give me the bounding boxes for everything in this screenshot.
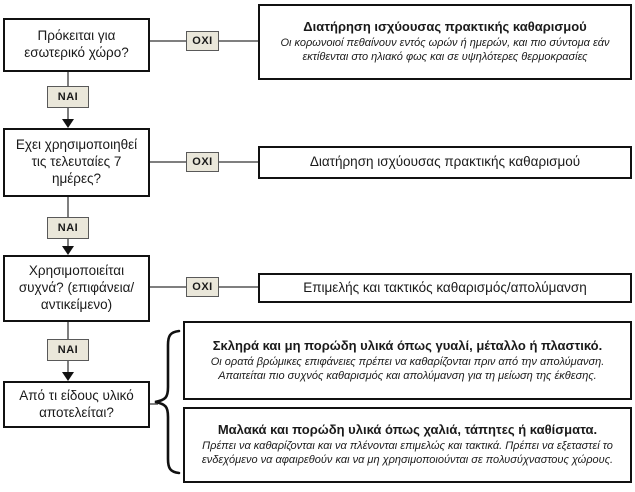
outcome-soft-porous: Μαλακά και πορώδη υλικά όπως χαλιά, τάπη… [183, 407, 632, 483]
yes-badge-3: ΝΑΙ [47, 339, 89, 361]
outcome-routine-cleaning-title: Επιμελής και τακτικός καθαρισμός/απολύμα… [303, 279, 587, 295]
brace-icon [154, 329, 181, 475]
arrowhead-down-1-icon [62, 119, 74, 128]
decision-indoor-space-label: Πρόκειται για εσωτερικό χώρο? [24, 28, 129, 60]
outcome-maintain-practice-outdoor-title: Διατήρηση ισχύουσας πρακτικής καθαρισμού [303, 19, 587, 35]
no-badge-1: ΟΧΙ [186, 31, 219, 51]
yes-badge-1: ΝΑΙ [47, 86, 89, 108]
outcome-maintain-practice-outdoor-detail: Οι κορωνοιοί πεθαίνουν εντός ωρών ή ημερ… [280, 37, 610, 64]
outcome-hard-nonporous-detail: Οι ορατά βρώμικες επιφάνειες πρέπει να κ… [210, 355, 605, 382]
no-badge-2: ΟΧΙ [186, 152, 219, 172]
outcome-maintain-practice-unused: Διατήρηση ισχύουσας πρακτικής καθαρισμού [258, 146, 632, 179]
decision-material-type: Από τι είδους υλικό αποτελείται? [3, 381, 150, 428]
no-badge-3: ΟΧΙ [186, 277, 219, 297]
outcome-routine-cleaning: Επιμελής και τακτικός καθαρισμός/απολύμα… [258, 273, 632, 303]
outcome-maintain-practice-outdoor: Διατήρηση ισχύουσας πρακτικής καθαρισμού… [258, 4, 632, 80]
connector-material [150, 403, 158, 405]
decision-used-frequently: Χρησιμοποιείται συχνά? (επιφάνεια/ αντικ… [3, 255, 150, 322]
decision-used-last-7-days: Εχει χρησιμοποιηθεί τις τελευταίες 7 ημέ… [3, 128, 150, 197]
outcome-soft-porous-title: Μαλακά και πορώδη υλικά όπως χαλιά, τάπη… [217, 422, 598, 438]
yes-badge-2: ΝΑΙ [47, 217, 89, 239]
decision-indoor-space: Πρόκειται για εσωτερικό χώρο? [3, 18, 150, 72]
decision-used-frequently-label: Χρησιμοποιείται συχνά? (επιφάνεια/ αντικ… [18, 263, 135, 312]
arrowhead-down-3-icon [62, 372, 74, 381]
outcome-soft-porous-detail: Πρέπει να καθαρίζονται και να πλένονται … [201, 440, 614, 467]
outcome-maintain-practice-unused-title: Διατήρηση ισχύουσας πρακτικής καθαρισμού [309, 154, 581, 170]
outcome-hard-nonporous-title: Σκληρά και μη πορώδη υλικά όπως γυαλί, μ… [212, 337, 603, 353]
arrowhead-down-2-icon [62, 246, 74, 255]
decision-used-last-7-days-label: Εχει χρησιμοποιηθεί τις τελευταίες 7 ημέ… [15, 137, 138, 186]
outcome-hard-nonporous: Σκληρά και μη πορώδη υλικά όπως γυαλί, μ… [183, 321, 632, 400]
decision-material-type-label: Από τι είδους υλικό αποτελείται? [19, 387, 134, 420]
